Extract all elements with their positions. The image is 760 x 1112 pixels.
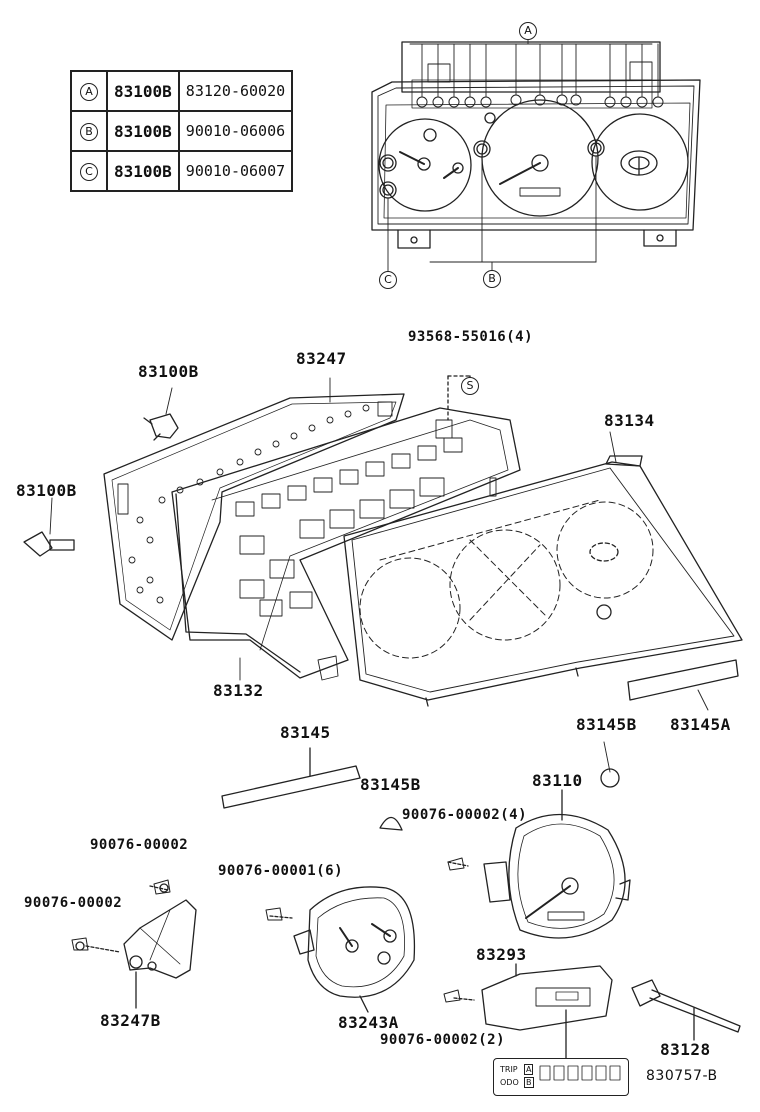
strip-83145a xyxy=(627,659,739,701)
label-90076-a: 90076-00002 xyxy=(90,837,189,853)
callout-c: C xyxy=(379,271,397,289)
legend-table: A 83100B 83120-60020 B 83100B 90010-0600… xyxy=(70,70,294,192)
odo-a-text: A xyxy=(524,1064,534,1075)
speedometer-83110 xyxy=(447,789,631,939)
label-83128: 83128 xyxy=(660,1040,711,1059)
legend-number: 83120-60020 xyxy=(177,70,294,112)
legend-key-text: C xyxy=(80,163,98,181)
meter-glass-83134 xyxy=(343,455,743,707)
meter-front-view xyxy=(371,37,701,273)
label-90076-6: 90076-00001(6) xyxy=(218,863,344,879)
label-90076-2: 90076-00002(2) xyxy=(380,1032,506,1048)
legend-row: B 83100B 90010-06006 xyxy=(70,110,294,152)
label-90076-b: 90076-00002 xyxy=(24,895,123,911)
legend-key-a: A xyxy=(70,70,108,112)
bulb-83100b-left xyxy=(23,531,75,557)
legend-key-b: B xyxy=(70,110,108,152)
legend-part: 83100B xyxy=(106,150,180,192)
label-83145a: 83145A xyxy=(670,715,731,734)
callout-a: A xyxy=(519,22,537,40)
label-93568: 93568-55016(4) xyxy=(408,329,534,345)
label-83247: 83247 xyxy=(296,349,347,368)
printed-circuit-83247 xyxy=(103,393,405,641)
odometer-segments xyxy=(539,1065,621,1081)
odo-trip-text: TRIP xyxy=(500,1065,518,1074)
drawing-number: 830757-B xyxy=(646,1068,718,1084)
legend-row: C 83100B 90010-06007 xyxy=(70,150,294,192)
cushion-83145b-mid xyxy=(379,816,403,831)
bulb-83100b-top xyxy=(143,413,179,441)
label-83100b-top: 83100B xyxy=(138,362,199,381)
label-83134: 83134 xyxy=(604,411,655,430)
callout-b: B xyxy=(483,270,501,288)
legend-part: 83100B xyxy=(106,110,180,152)
leader-lines xyxy=(49,377,709,773)
label-83145: 83145 xyxy=(280,723,331,742)
screws xyxy=(71,857,465,1003)
fuel-temp-gauge-83243a xyxy=(269,886,416,1013)
label-83132: 83132 xyxy=(213,681,264,700)
meter-case-83132 xyxy=(171,407,521,681)
label-83100b-left: 83100B xyxy=(16,481,77,500)
legend-row: A 83100B 83120-60020 xyxy=(70,70,294,112)
legend-part: 83100B xyxy=(106,70,180,112)
callout-s: S xyxy=(461,377,479,395)
label-83110: 83110 xyxy=(532,771,583,790)
legend-number: 90010-06006 xyxy=(177,110,294,152)
label-83293: 83293 xyxy=(476,945,527,964)
odometer-detail: TRIP ODO A B xyxy=(493,1058,629,1096)
legend-number: 90010-06007 xyxy=(177,150,294,192)
odo-odo-text: ODO xyxy=(500,1078,519,1087)
legend-key-c: C xyxy=(70,150,108,192)
trip-switch-83293 xyxy=(453,963,613,1059)
label-83243a: 83243A xyxy=(338,1013,399,1032)
legend-key-text: B xyxy=(80,123,98,141)
label-83145b-right: 83145B xyxy=(576,715,637,734)
legend-key-text: A xyxy=(80,83,98,101)
label-90076-4: 90076-00002(4) xyxy=(402,807,528,823)
strip-83145 xyxy=(221,747,361,809)
knob-83128 xyxy=(631,979,741,1041)
label-83247b: 83247B xyxy=(100,1011,161,1030)
harness-83247b xyxy=(75,883,197,1009)
label-83145b-mid: 83145B xyxy=(360,775,421,794)
cushion-83145b-right xyxy=(600,768,620,788)
odo-b-text: B xyxy=(524,1077,534,1088)
